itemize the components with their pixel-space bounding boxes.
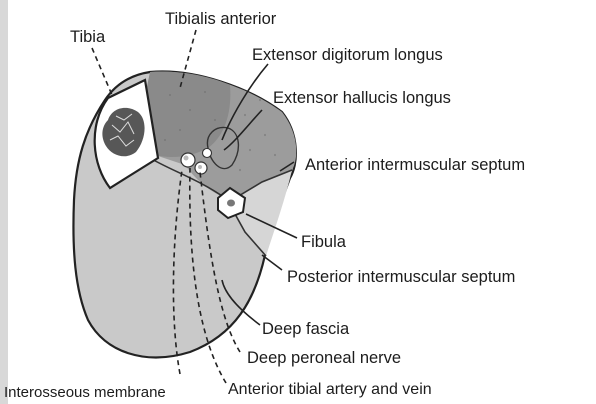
label-tibialis-anterior: Tibialis anterior	[165, 10, 277, 28]
label-extensor-hallucis-longus: Extensor hallucis longus	[273, 89, 451, 107]
label-deep-fascia: Deep fascia	[262, 320, 350, 338]
scan-edge-shadow	[0, 0, 8, 404]
label-anterior-tibial-artery-and-vein: Anterior tibial artery and vein	[228, 381, 432, 398]
fibula-marrow	[227, 200, 235, 207]
label-interosseous-membrane: Interosseous membrane	[4, 384, 166, 401]
posterior-intermuscular-septum-leader	[262, 255, 282, 270]
tibia-leader	[92, 48, 112, 95]
label-deep-peroneal-nerve: Deep peroneal nerve	[247, 349, 401, 367]
label-fibula: Fibula	[301, 233, 347, 251]
label-posterior-intermuscular-septum: Posterior intermuscular septum	[287, 268, 515, 286]
label-anterior-intermuscular-septum: Anterior intermuscular septum	[305, 156, 525, 174]
label-tibia: Tibia	[70, 28, 106, 46]
label-extensor-digitorum-longus: Extensor digitorum longus	[252, 46, 443, 64]
